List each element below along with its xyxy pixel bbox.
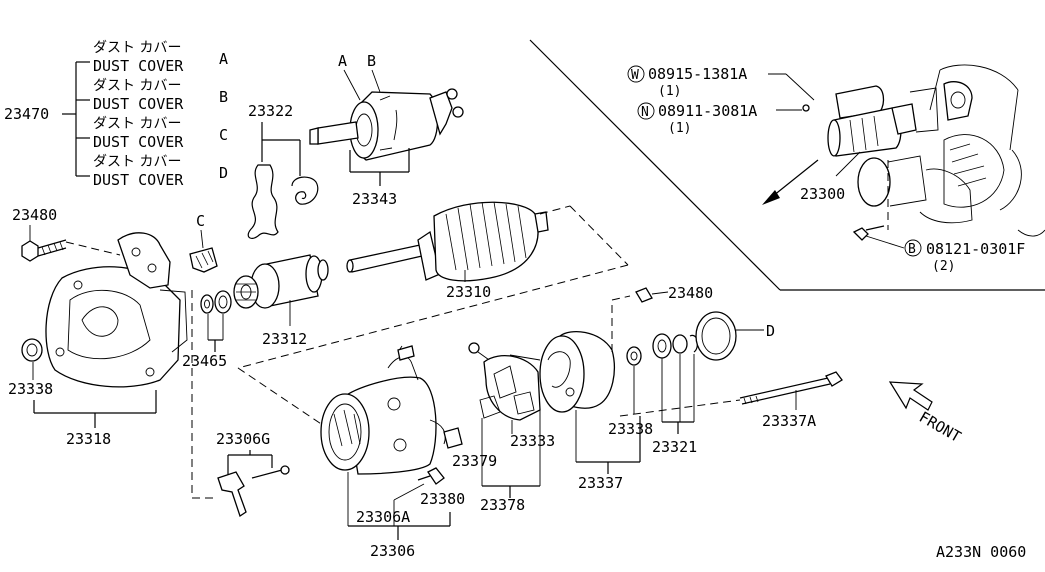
fastener-w-symbol: W <box>631 68 639 83</box>
fastener-b-number: 08121-0301F <box>926 240 1025 258</box>
part-number-23378: 23378 <box>480 496 525 514</box>
fastener-n-qty: (1) <box>668 121 691 136</box>
part-number-23306G: 23306G <box>216 430 270 448</box>
bushing-seals-right: 23338 23321 D <box>608 311 775 456</box>
part-number-23337A: 23337A <box>762 412 816 430</box>
bracket-23306G: 23306G <box>191 290 290 518</box>
part-number-23465: 23465 <box>182 352 227 370</box>
part-number-23338-right: 23338 <box>608 420 653 438</box>
dust-cover-b-en: DUST COVER <box>93 95 184 113</box>
inset-frame <box>529 39 1045 291</box>
spring-clips-23322: 23322 <box>247 102 319 240</box>
dust-cover-a-letter: A <box>219 50 228 68</box>
part-number-23380: 23380 <box>420 490 465 508</box>
part-number-23306A: 23306A <box>356 508 410 526</box>
yoke-field-coil-23306: 23306A 23306 23380 <box>237 264 629 560</box>
dust-cover-b-jp: ダスト カバー <box>93 78 181 94</box>
fastener-b-symbol: B <box>908 242 916 257</box>
dust-cover-d-en: DUST COVER <box>93 171 184 189</box>
armature-23310: 23310 <box>346 201 629 301</box>
part-number-23300: 23300 <box>800 185 845 203</box>
part-number-23310: 23310 <box>446 283 491 301</box>
fastener-b-qty: (2) <box>932 259 955 274</box>
part-number-23306: 23306 <box>370 542 415 560</box>
fastener-w-qty: (1) <box>658 84 681 99</box>
part-number-23337: 23337 <box>578 474 623 492</box>
part-number-23338-left: 23338 <box>8 380 53 398</box>
callout-letter-a: A <box>338 52 347 70</box>
part-number-23480-left: 23480 <box>12 206 57 224</box>
rear-cover-23337: 23480 23337 <box>539 284 713 492</box>
front-direction-indicator: FRONT <box>888 381 964 446</box>
drive-housing-23318: 23338 23318 <box>8 232 188 448</box>
inset-vehicle-view: W 08915-1381A (1) N 08911-3081A (1) 2330… <box>627 64 1045 274</box>
dust-cover-b-letter: B <box>219 88 228 106</box>
part-number-23480-right: 23480 <box>668 284 713 302</box>
dust-cover-d-jp: ダスト カバー <box>93 154 181 170</box>
callout-letter-d: D <box>766 322 775 340</box>
fastener-n-number: 08911-3081A <box>658 102 757 120</box>
callout-letter-c: C <box>196 212 205 230</box>
solenoid-23343: A B 23343 <box>309 52 464 208</box>
dust-cover-a-en: DUST COVER <box>93 57 184 75</box>
dust-cover-c-part: C <box>189 212 218 273</box>
part-number-23470: 23470 <box>4 105 49 123</box>
part-number-23312: 23312 <box>262 330 307 348</box>
fastener-n-symbol: N <box>641 105 649 120</box>
part-number-23379: 23379 <box>452 452 497 470</box>
front-label: FRONT <box>916 408 964 446</box>
dust-cover-c-letter: C <box>219 126 228 144</box>
through-bolt-23337A: 23337A <box>619 371 843 430</box>
part-number-23343: 23343 <box>352 190 397 208</box>
part-number-23318: 23318 <box>66 430 111 448</box>
part-number-23322: 23322 <box>248 102 293 120</box>
dust-cover-d-letter: D <box>219 164 228 182</box>
part-number-23321: 23321 <box>652 438 697 456</box>
dust-cover-list: 23470 ダスト カバー DUST COVER A ダスト カバー DUST … <box>4 40 228 189</box>
dust-cover-c-en: DUST COVER <box>93 133 184 151</box>
fastener-w-number: 08915-1381A <box>648 65 747 83</box>
diagram-code: A233N 0060 <box>936 543 1026 561</box>
part-number-23333: 23333 <box>510 432 555 450</box>
washers-23465: 23465 <box>182 290 232 370</box>
dust-cover-c-jp: ダスト カバー <box>93 116 181 132</box>
brush-holder-23378: 23379 23333 23378 <box>452 342 555 514</box>
callout-letter-b: B <box>367 52 376 70</box>
bolt-23480-left: 23480 <box>12 206 121 262</box>
pinion-clutch-23312: 23312 <box>233 254 329 348</box>
dust-cover-a-jp: ダスト カバー <box>93 40 181 56</box>
